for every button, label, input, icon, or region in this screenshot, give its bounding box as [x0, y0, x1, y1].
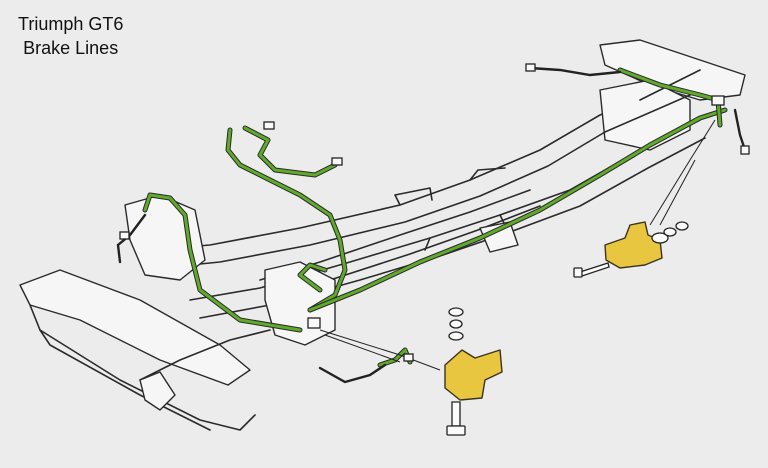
junction-loop: [298, 263, 327, 292]
clutch-union: [331, 157, 343, 166]
front-diff-mount: [444, 349, 503, 401]
front-mount-washer-top: [448, 307, 464, 317]
rear-right-hose: [733, 108, 747, 152]
rear-diff-mount: [604, 221, 663, 269]
rear-axle-line: [618, 68, 722, 127]
flex-hoses: [116, 66, 747, 384]
right-front-hose: [318, 363, 387, 384]
body-mount-bracket: [479, 221, 519, 253]
page-title: Triumph GT6 Brake Lines: [18, 12, 123, 60]
brake-lines: [142, 67, 728, 368]
rear-right-union: [740, 145, 750, 155]
fittings: [119, 63, 750, 362]
rear-hose: [528, 66, 622, 77]
left-front-line: [143, 193, 302, 332]
front-crossmember: [19, 269, 251, 386]
junction-block: [307, 317, 321, 329]
rear-mount-washer: [651, 232, 669, 244]
master-cylinder-line: [226, 128, 347, 312]
front-mount-bolt: [451, 401, 461, 427]
title-line-1: Triumph GT6: [18, 14, 124, 34]
rear-mount-bolt: [579, 262, 610, 277]
master-cylinder-union: [263, 121, 275, 130]
left-main-rail: [149, 99, 641, 251]
front-bumper-bracket: [139, 371, 176, 411]
rear-mount-washer-2: [675, 221, 689, 231]
left-front-union: [119, 231, 130, 240]
rear-mount-nut: [663, 227, 677, 237]
handbrake-cable: [319, 329, 441, 371]
title-line-2: Brake Lines: [23, 38, 119, 58]
rear-union: [525, 63, 536, 72]
front-mount-washer: [448, 331, 464, 341]
rear-mount-assembly: [573, 221, 689, 278]
axle-tee: [711, 95, 725, 106]
main-rear-line: [308, 108, 727, 312]
front-mount-assembly: [444, 307, 503, 436]
left-front-hose: [116, 213, 147, 264]
right-front-union: [403, 353, 414, 362]
clutch-feed-line: [243, 126, 337, 177]
front-mount-nut: [449, 319, 463, 329]
